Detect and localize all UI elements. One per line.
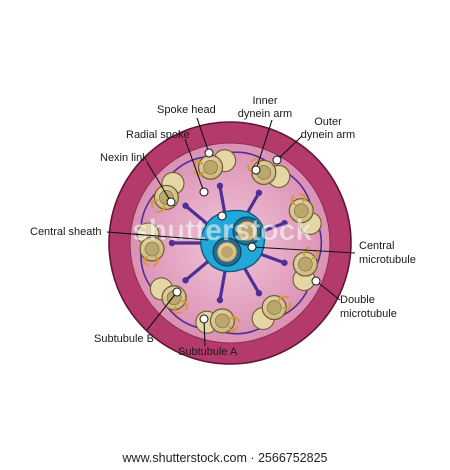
leader-lines bbox=[106, 117, 356, 347]
label-subtubule-a: Subtubule A bbox=[178, 346, 238, 358]
dot-outer-dynein bbox=[272, 155, 282, 165]
dot-double-microtubule bbox=[311, 276, 321, 286]
leader-subtubule-b bbox=[146, 291, 178, 331]
subtubule-a-lumen bbox=[266, 300, 282, 315]
outer-dynein-arm bbox=[142, 256, 149, 266]
label-outer-dynein-line1: Outer bbox=[314, 116, 342, 128]
spoke-head bbox=[182, 202, 189, 209]
doublet-microtubule bbox=[251, 294, 292, 331]
subtubule-a-lumen bbox=[293, 203, 309, 219]
spoke-head bbox=[281, 259, 288, 267]
doublet-microtubule bbox=[136, 222, 165, 267]
label-double-microtubule-line2: microtubule bbox=[340, 308, 397, 320]
spoke-head bbox=[281, 219, 288, 227]
label-outer-dynein-line2: dynein arm bbox=[301, 129, 355, 141]
central-microtubule-pair bbox=[212, 216, 262, 267]
inner-dynein-arm bbox=[153, 256, 159, 267]
label-inner-dynein-line2: dynein arm bbox=[238, 108, 292, 120]
inner-dynein-arm bbox=[193, 171, 205, 176]
credit-line: www.shutterstock.com · 2566752825 bbox=[122, 451, 328, 465]
spoke-head bbox=[168, 239, 176, 247]
outer-dynein-arm bbox=[150, 199, 159, 209]
credit-bar bbox=[0, 440, 450, 470]
outer-dynein-arm bbox=[282, 302, 292, 311]
dot-nexin-link bbox=[166, 197, 176, 207]
subtubule-a-lumen bbox=[144, 241, 160, 257]
label-central-microtubule-line1: Central bbox=[359, 240, 394, 252]
outer-dynein-arm bbox=[298, 193, 307, 203]
leader-central-sheath bbox=[106, 231, 209, 241]
doublet-microtubule bbox=[193, 149, 237, 180]
doublet-microtubule bbox=[288, 193, 322, 235]
subtubule-a-lumen bbox=[214, 313, 230, 329]
label-double-microtubule-line1: Double bbox=[340, 294, 375, 306]
leader-inner-dynein bbox=[255, 119, 273, 171]
inner-dynein-arm bbox=[302, 246, 311, 257]
subtubule-a-lumen bbox=[297, 256, 313, 272]
leader-double-microtubule bbox=[315, 280, 341, 301]
outer-dynein-arm bbox=[250, 158, 261, 166]
leader-radial-spoke bbox=[184, 138, 205, 193]
cross-section bbox=[108, 121, 352, 365]
central-apparatus bbox=[200, 209, 266, 273]
dot-spoke-head bbox=[204, 148, 214, 158]
dot-inner-dynein bbox=[251, 165, 261, 175]
spoke-head bbox=[255, 189, 263, 196]
outer-dynein-arm bbox=[173, 306, 183, 314]
inner-dynein-arm bbox=[290, 194, 296, 206]
pointer-dots bbox=[166, 148, 321, 324]
dot-subtubule-a bbox=[199, 314, 209, 324]
label-central-sheath: Central sheath bbox=[30, 226, 102, 238]
spoke-head bbox=[216, 182, 224, 190]
dot-central-microtubule bbox=[247, 242, 257, 252]
outer-dynein-arm bbox=[228, 326, 239, 333]
labels: Spoke head Inner dynein arm Outer dynein… bbox=[30, 95, 416, 358]
spoke-head bbox=[255, 290, 263, 297]
label-spoke-head: Spoke head bbox=[157, 104, 216, 116]
leader-nexin-link bbox=[146, 161, 172, 203]
label-subtubule-b: Subtubule B bbox=[94, 333, 154, 345]
leader-spoke-head bbox=[196, 117, 210, 154]
subtubule-a-lumen bbox=[203, 159, 218, 175]
dot-radial-spoke bbox=[199, 187, 209, 197]
leader-central-microtubule bbox=[251, 246, 356, 254]
inner-dynein-arm bbox=[278, 295, 289, 302]
label-nexin-link: Nexin link bbox=[100, 152, 148, 164]
dot-subtubule-b bbox=[172, 287, 182, 297]
inner-dynein-arm bbox=[155, 205, 166, 213]
spoke-head bbox=[182, 277, 189, 284]
leader-outer-dynein bbox=[276, 135, 303, 161]
doublet-microtubule bbox=[292, 246, 319, 292]
inner-dynein-arm bbox=[229, 316, 241, 323]
label-radial-spoke: Radial spoke bbox=[126, 129, 190, 141]
dot-central-sheath bbox=[217, 211, 227, 221]
label-inner-dynein-line1: Inner bbox=[252, 95, 277, 107]
outer-dynein-arm bbox=[311, 249, 319, 260]
leader-subtubule-a bbox=[203, 318, 206, 347]
spoke-head bbox=[216, 296, 224, 304]
label-central-microtubule-line2: microtubule bbox=[359, 254, 416, 266]
inner-dynein-arm bbox=[181, 300, 188, 311]
